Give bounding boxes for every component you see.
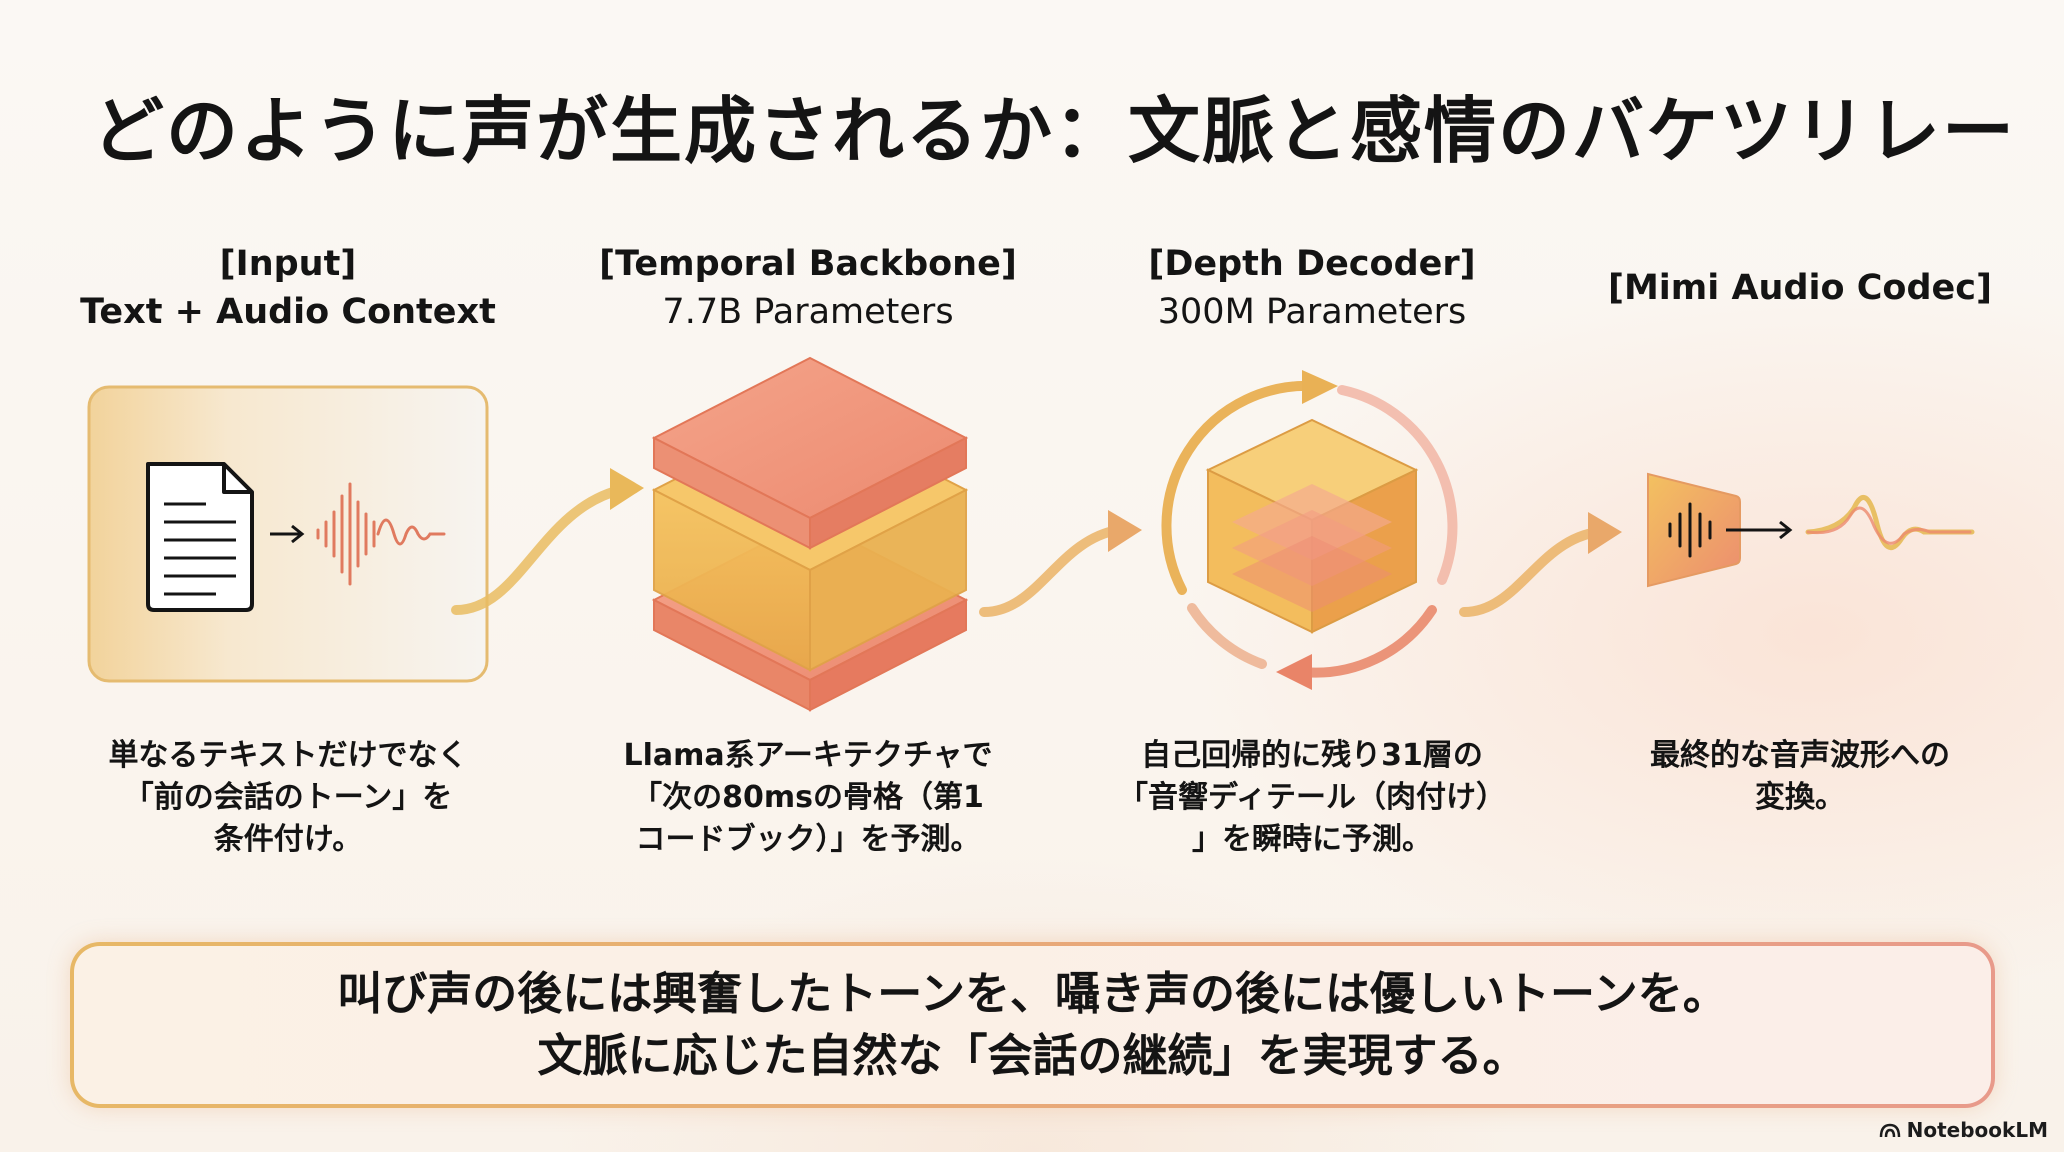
stage-backbone-desc-line: コードブック）」を予測。 (635, 822, 981, 857)
summary-box: 叫び声の後には興奮したトーンを、囁き声の後には優しいトーンを。 文脈に応じた自然… (70, 942, 1995, 1108)
stage-codec-desc-line: 最終的な音声波形への (1650, 738, 1950, 773)
codec-waveform-icon (1668, 502, 1712, 558)
brand-watermark: NotebookLM (1879, 1118, 2048, 1142)
arrow-right-icon (1726, 520, 1793, 540)
stage-decoder-desc-line: 「音響ディテール（肉付け） (1118, 780, 1506, 815)
notebooklm-logo-icon (1879, 1123, 1900, 1138)
stage-codec-heading: [Mimi Audio Codec] (1540, 264, 2060, 312)
input-card (87, 385, 489, 683)
decoder-cube-icon (1161, 370, 1458, 690)
stage-backbone-title: [Temporal Backbone] (599, 244, 1017, 284)
stage-decoder-desc-line: 自己回帰的に残り31層の (1141, 738, 1483, 773)
stage-decoder-title: [Depth Decoder] (1148, 244, 1476, 284)
stage-input-title: [Input] (219, 244, 357, 284)
stage-decoder-heading: [Depth Decoder] 300M Parameters (1052, 240, 1572, 336)
stage-codec-desc-line: 変換。 (1755, 780, 1845, 815)
stage-input-desc-line: 単なるテキストだけでなく (108, 738, 468, 773)
summary-line: 叫び声の後には興奮したトーンを、囁き声の後には優しいトーンを。 (337, 967, 1728, 1020)
stage-input-desc-line: 条件付け。 (213, 822, 363, 857)
stage-input-heading: [Input] Text + Audio Context (28, 240, 548, 336)
stage-decoder-desc-line: 」を瞬時に予測。 (1192, 822, 1432, 857)
stage-input-subtitle: Text + Audio Context (80, 292, 496, 332)
summary-line: 文脈に応じた自然な「会話の継続」を実現する。 (537, 1029, 1528, 1082)
brand-label: NotebookLM (1906, 1118, 2048, 1142)
stage-input-desc-line: 「前の会話のトーン」を (123, 780, 453, 815)
stage-codec-title: [Mimi Audio Codec] (1607, 268, 1993, 308)
stage-decoder-description: 自己回帰的に残り31層の 「音響ディテール（肉付け） 」を瞬時に予測。 (1052, 735, 1572, 861)
stage-backbone-heading: [Temporal Backbone] 7.7B Parameters (548, 240, 1068, 336)
stage-codec-description: 最終的な音声波形への 変換。 (1540, 735, 2060, 819)
stage-backbone-desc-line: 「次の80msの骨格（第1 (632, 780, 984, 815)
codec-icon (1647, 472, 1975, 588)
output-wave-icon (1805, 495, 1975, 551)
waveform-icon (316, 482, 446, 586)
flow-arrow-2 (979, 510, 1142, 617)
flow-arrow-3 (1459, 512, 1622, 617)
backbone-layers-icon (651, 356, 969, 712)
arrow-right-icon (270, 524, 305, 544)
stage-input-description: 単なるテキストだけでなく 「前の会話のトーン」を 条件付け。 (28, 735, 548, 861)
document-icon (146, 462, 254, 612)
flow-arrow-1 (451, 468, 644, 615)
page-title: どのように声が生成されるか：文脈と感情のバケツリレー (92, 89, 2017, 173)
stage-backbone-description: Llama系アーキテクチャで 「次の80msの骨格（第1 コードブック）」を予測… (548, 735, 1068, 861)
stage-decoder-subtitle: 300M Parameters (1157, 292, 1467, 332)
stage-backbone-subtitle: 7.7B Parameters (662, 292, 954, 332)
stage-backbone-desc-line: Llama系アーキテクチャで (623, 738, 993, 773)
